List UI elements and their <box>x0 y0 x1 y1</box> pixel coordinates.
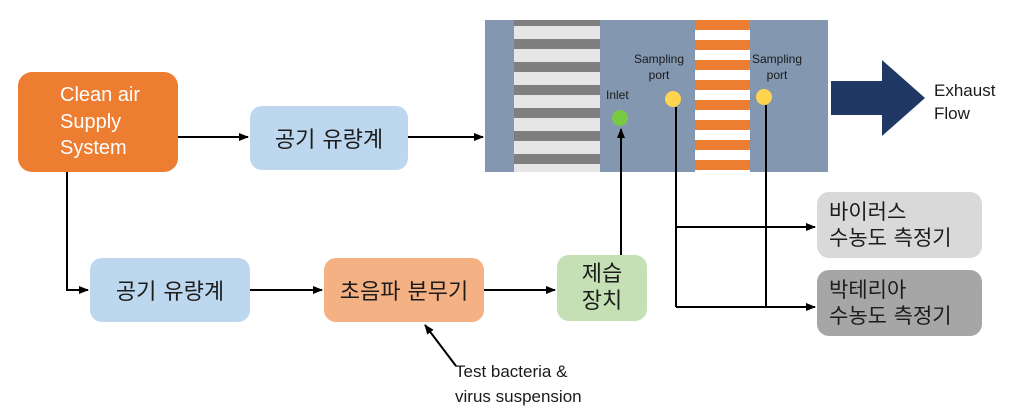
flow-meter-top-label: 공기 유량계 <box>274 128 384 153</box>
bacteria-meter-line-1: 박테리아 <box>829 277 907 302</box>
sampling-port-2-label: Sampling port <box>752 51 802 83</box>
inlet-label: Inlet <box>606 88 629 102</box>
arrow-supply-to-flowmeter-2 <box>66 172 89 294</box>
flow-meter-top-box: 공기 유량계 <box>250 106 408 170</box>
sampling-port-dot-1 <box>665 91 681 107</box>
sampling-port-2-line-2: port <box>766 68 788 83</box>
ultrasonic-nebulizer-box: 초음파 분무기 <box>324 258 484 322</box>
inlet-dot <box>612 110 628 126</box>
bacteria-meter-box: 박테리아 수농도 측정기 <box>817 270 982 336</box>
clean-air-line-2: Supply <box>60 110 122 133</box>
connectors <box>66 105 816 367</box>
bacteria-meter-line-2: 수농도 측정기 <box>829 304 952 328</box>
dehumidifier-line-2: 장치 <box>581 289 623 314</box>
sampling-port-2-line-1: Sampling <box>752 52 803 66</box>
suspension-line-1: Test bacteria & <box>455 362 568 381</box>
striped-panel-orange <box>695 20 750 172</box>
test-suspension-label: Test bacteria & virus suspension <box>455 360 582 409</box>
sampling-port-1-label: Sampling port <box>634 51 684 83</box>
dehumidifier-box: 제습 장치 <box>557 255 647 321</box>
clean-air-supply-box: Clean air Supply System <box>18 72 178 172</box>
clean-air-line-1: Clean air <box>60 84 141 107</box>
nebulizer-label: 초음파 분무기 <box>339 280 469 305</box>
virus-meter-box: 바이러스 수농도 측정기 <box>817 192 982 258</box>
virus-meter-line-2: 수농도 측정기 <box>829 226 952 250</box>
test-chamber <box>485 20 828 172</box>
exhaust-line-1: Exhaust <box>934 81 996 100</box>
arrow-suspension-to-nebulizer <box>424 324 457 367</box>
sampling-port-1-line-2: port <box>648 68 670 83</box>
clean-air-line-3: System <box>60 137 127 160</box>
sampling-port-1-line-1: Sampling <box>634 52 685 66</box>
flow-meter-bottom-label: 공기 유량계 <box>115 280 225 305</box>
exhaust-flow-label: Exhaust Flow <box>934 80 995 126</box>
dehumidifier-line-1: 제습 <box>581 261 623 287</box>
virus-meter-line-1: 바이러스 <box>829 199 907 224</box>
exhaust-line-2: Flow <box>934 103 970 123</box>
suspension-line-2: virus suspension <box>455 386 582 406</box>
striped-panel-gray <box>514 20 600 172</box>
flow-meter-bottom-box: 공기 유량계 <box>90 258 250 322</box>
exhaust-arrow <box>831 60 925 136</box>
sampling-port-dot-2 <box>756 89 772 105</box>
